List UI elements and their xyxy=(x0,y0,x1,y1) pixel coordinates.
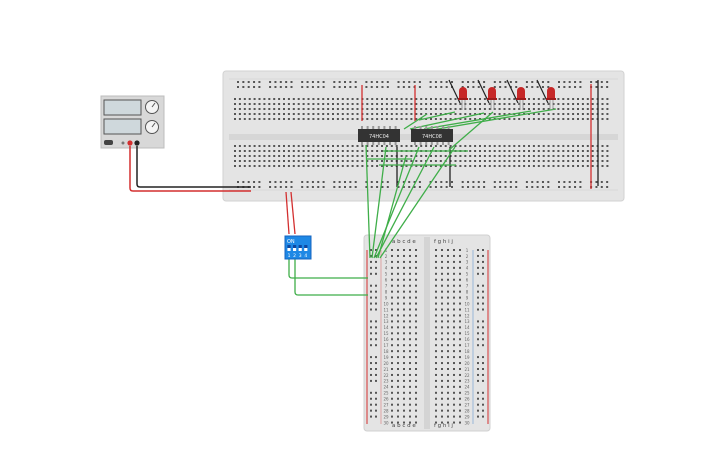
svg-text:16: 16 xyxy=(464,337,470,342)
svg-text:15: 15 xyxy=(383,331,389,336)
dip-number-3: 3 xyxy=(299,253,302,259)
svg-text:4: 4 xyxy=(385,266,388,271)
svg-text:12: 12 xyxy=(464,313,470,318)
svg-text:6: 6 xyxy=(385,278,388,283)
svg-text:26: 26 xyxy=(464,397,470,402)
led-group[interactable] xyxy=(448,79,556,110)
svg-text:2: 2 xyxy=(466,254,469,259)
dip-toggle-2[interactable]: 2 xyxy=(293,245,297,259)
svg-text:28: 28 xyxy=(383,408,389,413)
dip-switch-on-label: ON xyxy=(287,239,295,245)
svg-text:2: 2 xyxy=(385,254,388,259)
svg-text:13: 13 xyxy=(383,319,389,324)
svg-text:24: 24 xyxy=(383,385,389,390)
svg-text:21: 21 xyxy=(464,367,470,372)
col-letters-left-bottom: a b c d e xyxy=(392,423,416,429)
svg-text:13: 13 xyxy=(464,319,470,324)
negative-terminal[interactable] xyxy=(134,140,140,146)
svg-text:30: 30 xyxy=(383,420,389,425)
svg-text:5: 5 xyxy=(385,272,388,277)
led-2[interactable] xyxy=(477,79,497,110)
svg-text:16: 16 xyxy=(383,337,389,342)
svg-text:30: 30 xyxy=(464,420,470,425)
svg-text:18: 18 xyxy=(464,349,470,354)
power-wires[interactable] xyxy=(129,146,251,192)
svg-text:7: 7 xyxy=(466,284,469,289)
svg-text:18: 18 xyxy=(383,349,389,354)
svg-text:21: 21 xyxy=(383,367,389,372)
svg-text:14: 14 xyxy=(464,325,470,330)
col-letters-right-bottom: f g h i j xyxy=(434,423,453,429)
dip-number-2: 2 xyxy=(293,253,296,259)
chip-power-wires[interactable] xyxy=(285,80,599,235)
led-4[interactable] xyxy=(536,79,556,110)
svg-text:1: 1 xyxy=(385,248,388,253)
dip-number-4: 4 xyxy=(304,253,307,259)
svg-text:22: 22 xyxy=(383,373,389,378)
chip-74hc08[interactable]: 74HC08 xyxy=(411,126,453,145)
svg-text:8: 8 xyxy=(385,289,388,294)
dip-toggle-3[interactable]: 3 xyxy=(298,245,302,259)
svg-text:12: 12 xyxy=(383,313,389,318)
logic-wires[interactable] xyxy=(288,108,557,296)
col-letters-left-top: a b c d e xyxy=(392,239,416,245)
svg-text:25: 25 xyxy=(383,391,389,396)
svg-text:19: 19 xyxy=(464,355,470,360)
svg-text:20: 20 xyxy=(464,361,470,366)
svg-text:29: 29 xyxy=(383,414,389,419)
chip-74hc08-label: 74HC08 xyxy=(422,134,442,140)
svg-text:9: 9 xyxy=(385,295,388,300)
col-letters-right-top: f g h i j xyxy=(434,239,453,245)
svg-text:23: 23 xyxy=(383,379,389,384)
svg-text:14: 14 xyxy=(383,325,389,330)
svg-text:10: 10 xyxy=(464,301,470,306)
svg-text:11: 11 xyxy=(383,307,389,312)
positive-terminal[interactable] xyxy=(127,140,133,146)
dip-toggle-4[interactable]: 4 xyxy=(304,245,308,259)
svg-text:10: 10 xyxy=(383,301,389,306)
svg-text:17: 17 xyxy=(464,343,470,348)
svg-text:29: 29 xyxy=(464,414,470,419)
svg-text:8: 8 xyxy=(466,289,469,294)
svg-text:15: 15 xyxy=(464,331,470,336)
svg-text:9: 9 xyxy=(466,295,469,300)
svg-text:1: 1 xyxy=(466,248,469,253)
svg-text:19: 19 xyxy=(383,355,389,360)
chip-74hc04[interactable]: 74HC04 xyxy=(358,126,400,145)
svg-text:3: 3 xyxy=(466,260,469,265)
svg-text:22: 22 xyxy=(464,373,470,378)
svg-text:24: 24 xyxy=(464,385,470,390)
svg-text:6: 6 xyxy=(466,278,469,283)
dip-number-1: 1 xyxy=(288,253,291,259)
svg-text:17: 17 xyxy=(383,343,389,348)
svg-text:3: 3 xyxy=(385,260,388,265)
svg-text:4: 4 xyxy=(466,266,469,271)
led-3[interactable] xyxy=(506,79,526,110)
svg-text:28: 28 xyxy=(464,408,470,413)
power-supply[interactable] xyxy=(100,95,165,149)
svg-text:20: 20 xyxy=(383,361,389,366)
led-1[interactable] xyxy=(448,79,468,110)
power-switch[interactable] xyxy=(104,140,113,145)
svg-text:27: 27 xyxy=(464,403,470,408)
svg-text:5: 5 xyxy=(466,272,469,277)
svg-text:26: 26 xyxy=(383,397,389,402)
small-breadboard-holes xyxy=(370,249,484,424)
dip-toggle-1[interactable]: 1 xyxy=(287,245,291,259)
svg-text:27: 27 xyxy=(383,403,389,408)
svg-text:25: 25 xyxy=(464,391,470,396)
svg-text:11: 11 xyxy=(464,307,470,312)
svg-text:23: 23 xyxy=(464,379,470,384)
chip-74hc04-label: 74HC04 xyxy=(369,134,389,140)
svg-text:7: 7 xyxy=(385,284,388,289)
